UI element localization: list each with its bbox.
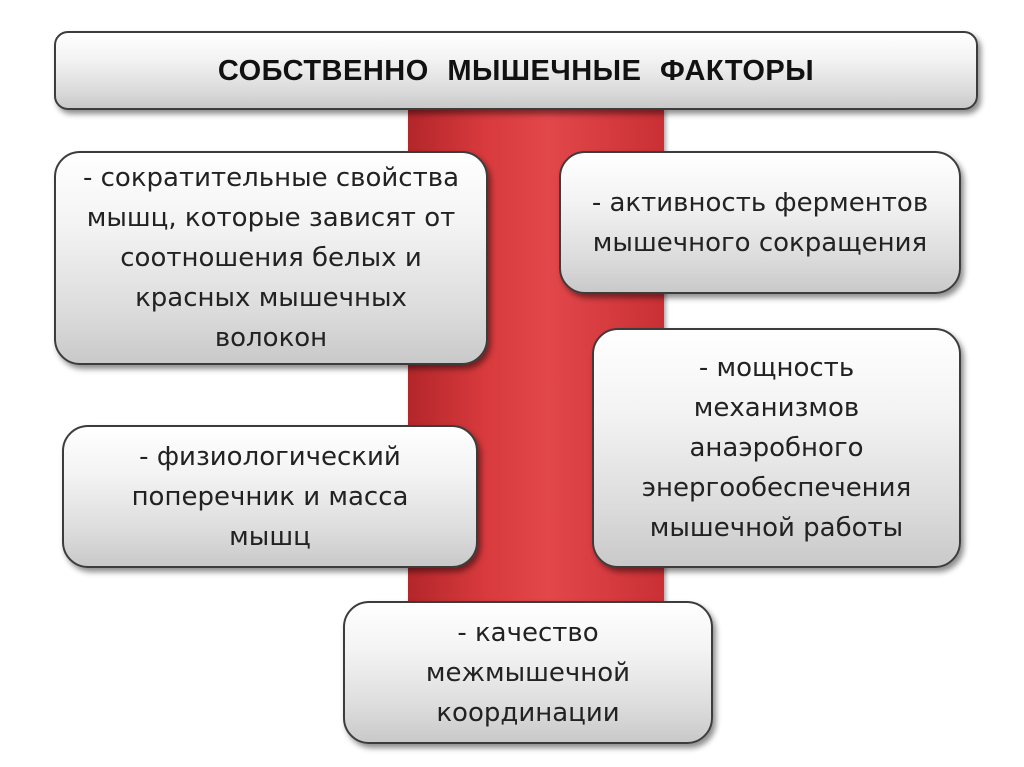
factor-box-contractile-properties: - сократительные свойства мышц, которые …: [54, 151, 488, 365]
factor-box-anaerobic-power: - мощность механизмов анаэробного энерго…: [592, 328, 961, 568]
factor-box-coordination: - качество межмышечной координации: [343, 601, 713, 744]
factor-box-cross-section-mass: - физиологический поперечник и масса мыш…: [62, 425, 478, 568]
factor-text: - качество межмышечной координации: [425, 617, 631, 728]
title-box: СОБСТВЕННО МЫШЕЧНЫЕ ФАКТОРЫ: [54, 31, 978, 110]
factor-text: - сократительные свойства мышц, которые …: [82, 163, 460, 353]
factor-text: - мощность механизмов анаэробного энерго…: [641, 353, 912, 543]
factor-text: - физиологический поперечник и масса мыш…: [131, 441, 409, 552]
diagram-title: СОБСТВЕННО МЫШЕЧНЫЕ ФАКТОРЫ: [217, 54, 815, 87]
factor-text: - активность ферментов мышечного сокраще…: [591, 187, 929, 258]
factor-box-enzyme-activity: - активность ферментов мышечного сокраще…: [559, 151, 961, 294]
